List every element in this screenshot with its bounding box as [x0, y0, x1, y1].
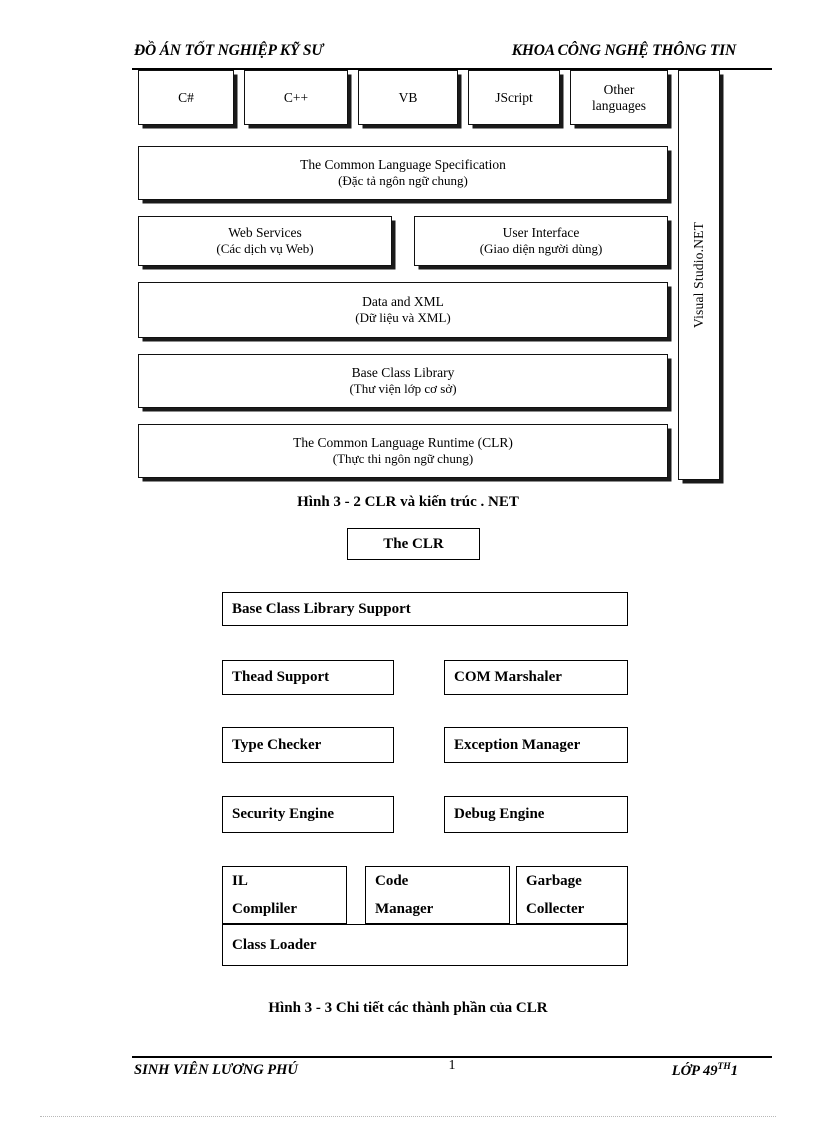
layer-label-en: User Interface — [502, 225, 580, 241]
clr-box-line1: Code — [375, 872, 409, 889]
footer-class-superscript: TH — [717, 1062, 731, 1072]
running-footer: SINH VIÊN LƯƠNG PHÚ 1 LỚP 49TH1 — [132, 1056, 772, 1086]
layer-label-vi: (Thực thi ngôn ngữ chung) — [332, 451, 474, 467]
layer-label-vi: (Đặc tả ngôn ngữ chung) — [338, 173, 468, 189]
clr-box-security-engine: Security Engine — [222, 796, 394, 833]
language-box-jscript: JScript — [468, 70, 560, 125]
language-label-line1: Other — [603, 81, 635, 97]
layer-box-common-language-specification: The Common Language Specification (Đặc t… — [138, 146, 668, 200]
layer-box-web-services: Web Services (Các dịch vụ Web) — [138, 216, 392, 266]
dotnet-architecture-diagram: C# C++ VB JScript Other languages The Co… — [132, 70, 732, 485]
figure-2-caption: Hình 3 - 3 Chi tiết các thành phần của C… — [268, 1000, 548, 1016]
clr-box-garbage-collector: Garbage Collecter — [516, 866, 628, 924]
clr-title-box: The CLR — [347, 528, 480, 560]
language-box-vb: VB — [358, 70, 458, 125]
clr-box-base-class-library-support: Base Class Library Support — [222, 592, 628, 626]
page-bottom-rule — [40, 1116, 776, 1117]
clr-box-class-loader: Class Loader — [222, 924, 628, 966]
sidebar-box-visual-studio-net: Visual Studio.NET — [678, 70, 720, 480]
clr-box-debug-engine: Debug Engine — [444, 796, 628, 833]
clr-box-line2: Collecter — [526, 901, 585, 917]
footer-class-main: LỚP 49 — [671, 1062, 718, 1079]
language-label-line2: languages — [592, 97, 646, 113]
layer-label-vi: (Các dịch vụ Web) — [216, 241, 314, 257]
language-box-cplusplus: C++ — [244, 70, 348, 125]
clr-box-line2: Manager — [375, 901, 434, 917]
layer-label-vi: (Thư viện lớp cơ sở) — [349, 381, 457, 397]
layer-label-vi: (Dữ liệu và XML) — [355, 310, 451, 326]
header-right-text: KHOA CÔNG NGHỆ THÔNG TIN — [511, 42, 736, 59]
page-number: 1 — [448, 1058, 456, 1073]
language-label: JScript — [495, 89, 533, 105]
clr-box-line2: Compliler — [232, 901, 297, 917]
clr-box-type-checker: Type Checker — [222, 727, 394, 763]
layer-box-common-language-runtime: The Common Language Runtime (CLR) (Thực … — [138, 424, 668, 478]
language-box-csharp: C# — [138, 70, 234, 125]
clr-box-thead-support: Thead Support — [222, 660, 394, 695]
layer-box-data-and-xml: Data and XML (Dữ liệu và XML) — [138, 282, 668, 338]
layer-label-en: Base Class Library — [351, 365, 455, 381]
footer-class-tail: 1 — [730, 1062, 738, 1079]
sidebar-label-vertical: Visual Studio.NET — [691, 221, 706, 329]
layer-label-en: Data and XML — [362, 294, 444, 310]
clr-box-il-compiler: IL Compliler — [222, 866, 347, 924]
layer-label-vi: (Giao diện người dùng) — [479, 241, 603, 257]
layer-label-en: The Common Language Specification — [300, 157, 506, 173]
language-box-other-languages: Other languages — [570, 70, 668, 125]
layer-box-user-interface: User Interface (Giao diện người dùng) — [414, 216, 668, 266]
layer-label-en: Web Services — [228, 225, 302, 241]
header-left-text: ĐỒ ÁN TỐT NGHIỆP KỸ SƯ — [134, 42, 324, 59]
clr-box-line1: IL — [232, 872, 248, 889]
language-label: VB — [398, 89, 418, 105]
layer-box-base-class-library: Base Class Library (Thư viện lớp cơ sở) — [138, 354, 668, 408]
clr-components-diagram: The CLR Base Class Library Support Thead… — [0, 528, 816, 973]
clr-box-code-manager: Code Manager — [365, 866, 510, 924]
clr-box-exception-manager: Exception Manager — [444, 727, 628, 763]
figure-1-caption: Hình 3 - 2 CLR và kiến trúc . NET — [297, 494, 519, 510]
language-label: C# — [178, 89, 194, 105]
footer-class-label: LỚP 49TH1 — [672, 1062, 738, 1080]
clr-box-com-marshaler: COM Marshaler — [444, 660, 628, 695]
running-header: ĐỒ ÁN TỐT NGHIỆP KỸ SƯ KHOA CÔNG NGHỆ TH… — [132, 42, 772, 70]
clr-box-line1: Garbage — [526, 872, 582, 889]
footer-student-name: SINH VIÊN LƯƠNG PHÚ — [134, 1062, 298, 1078]
layer-label-en: The Common Language Runtime (CLR) — [293, 435, 513, 451]
language-label: C++ — [283, 89, 309, 105]
